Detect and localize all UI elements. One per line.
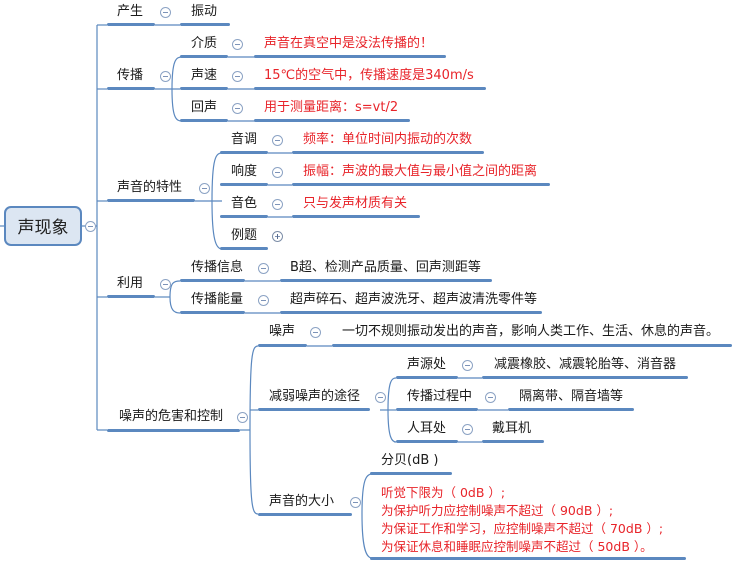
collapse-toggle-icon[interactable] bbox=[272, 199, 283, 210]
note-underline bbox=[482, 440, 544, 443]
node-underline bbox=[396, 376, 458, 379]
note-line: 为保护听力应控制噪声不超过（ 90dB ）; bbox=[381, 503, 614, 518]
branch-underline bbox=[107, 199, 195, 202]
node-underline bbox=[180, 23, 230, 26]
node-medium[interactable]: 介质 bbox=[191, 36, 218, 51]
node-transmit-info[interactable]: 传播信息 bbox=[191, 260, 244, 275]
node-vibration[interactable]: 振动 bbox=[191, 4, 218, 19]
node-underline bbox=[180, 55, 228, 58]
node-at-ear[interactable]: 人耳处 bbox=[407, 421, 447, 436]
node-underline bbox=[396, 408, 478, 411]
collapse-toggle-icon[interactable] bbox=[258, 263, 269, 274]
node-transmit-energy[interactable]: 传播能量 bbox=[191, 292, 244, 307]
node-underline bbox=[220, 247, 268, 250]
note-at-ear: 戴耳机 bbox=[492, 421, 532, 436]
branch-label-noise[interactable]: 噪声的危害和控制 bbox=[119, 409, 224, 424]
node-timbre[interactable]: 音色 bbox=[231, 196, 258, 211]
root-label: 声现象 bbox=[17, 218, 69, 238]
node-at-source[interactable]: 声源处 bbox=[407, 357, 447, 372]
note-speed: 15℃的空气中，传播速度是340m/s bbox=[264, 68, 474, 83]
node-noise[interactable]: 噪声 bbox=[269, 324, 296, 339]
collapse-toggle-icon[interactable] bbox=[85, 221, 96, 232]
node-during-propagation[interactable]: 传播过程中 bbox=[407, 389, 473, 404]
note-loudness: 振幅：声波的最大值与最小值之间的距离 bbox=[303, 164, 538, 179]
collapse-toggle-icon[interactable] bbox=[160, 279, 171, 290]
collapse-toggle-icon[interactable] bbox=[199, 183, 210, 194]
note-line: 为保证工作和学习，应控制噪声不超过（ 70dB ）; bbox=[381, 521, 664, 536]
collapse-toggle-icon[interactable] bbox=[232, 39, 243, 50]
note-underline bbox=[292, 151, 484, 154]
collapse-toggle-icon[interactable] bbox=[350, 497, 361, 508]
note-pitch: 频率：单位时间内振动的次数 bbox=[303, 132, 473, 147]
collapse-toggle-icon[interactable] bbox=[462, 424, 473, 435]
note-underline bbox=[370, 557, 686, 560]
note-underline bbox=[292, 215, 420, 218]
branch-underline bbox=[107, 23, 155, 26]
branch-label-produce[interactable]: 产生 bbox=[117, 4, 144, 19]
collapse-toggle-icon[interactable] bbox=[462, 360, 473, 371]
node-examples[interactable]: 例题 bbox=[231, 228, 258, 243]
note-underline bbox=[508, 408, 634, 411]
node-pitch[interactable]: 音调 bbox=[231, 132, 258, 147]
branch-underline bbox=[107, 429, 240, 432]
node-underline bbox=[180, 279, 245, 282]
node-underline bbox=[258, 513, 352, 516]
note-underline bbox=[332, 344, 732, 347]
note-underline bbox=[292, 183, 550, 186]
collapse-toggle-icon[interactable] bbox=[160, 7, 171, 18]
note-underline bbox=[254, 87, 486, 90]
node-speed[interactable]: 声速 bbox=[191, 68, 218, 83]
node-underline bbox=[180, 311, 245, 314]
collapse-toggle-icon[interactable] bbox=[310, 327, 321, 338]
collapse-toggle-icon[interactable] bbox=[232, 103, 243, 114]
note-medium: 声音在真空中是没法传播的！ bbox=[264, 36, 434, 51]
node-underline bbox=[220, 183, 268, 186]
branch-label-applications[interactable]: 利用 bbox=[117, 276, 144, 291]
node-underline bbox=[370, 472, 452, 475]
node-underline bbox=[220, 151, 268, 154]
note-underline bbox=[254, 55, 446, 58]
root-node[interactable]: 声现象 bbox=[4, 206, 82, 246]
node-loudness[interactable]: 响度 bbox=[231, 164, 258, 179]
note-line: 为保证休息和睡眠应控制噪声不超过（ 50dB ）。 bbox=[381, 539, 653, 554]
note-decibel-limits: 听觉下限为（ 0dB ）; 为保护听力应控制噪声不超过（ 90dB ）; 为保证… bbox=[381, 484, 663, 556]
collapse-toggle-icon[interactable] bbox=[272, 167, 283, 178]
collapse-toggle-icon[interactable] bbox=[237, 412, 248, 423]
expand-toggle-icon[interactable] bbox=[272, 231, 283, 242]
node-underline bbox=[180, 87, 228, 90]
note-transmit-info: B超、检测产品质量、回声测距等 bbox=[290, 260, 481, 275]
node-noise-reduction[interactable]: 减弱噪声的途径 bbox=[269, 389, 361, 404]
note-line: 听觉下限为（ 0dB ）; bbox=[381, 485, 506, 500]
collapse-toggle-icon[interactable] bbox=[485, 392, 496, 403]
note-underline bbox=[254, 119, 410, 122]
branch-label-propagation[interactable]: 传播 bbox=[117, 68, 144, 83]
branch-underline bbox=[107, 295, 155, 298]
collapse-toggle-icon[interactable] bbox=[160, 71, 171, 82]
note-underline bbox=[482, 376, 688, 379]
note-timbre: 只与发声材质有关 bbox=[303, 196, 408, 211]
note-echo: 用于测量距离：s=vt/2 bbox=[264, 100, 399, 115]
note-noise: 一切不规则振动发出的声音，影响人类工作、生活、休息的声音。 bbox=[342, 324, 720, 339]
branch-label-characteristics[interactable]: 声音的特性 bbox=[117, 180, 183, 195]
note-at-source: 减震橡胶、减震轮胎等、消音器 bbox=[494, 357, 677, 372]
node-sound-level[interactable]: 声音的大小 bbox=[269, 494, 335, 509]
note-during-propagation: 隔离带、隔音墙等 bbox=[519, 389, 624, 404]
node-underline bbox=[258, 408, 370, 411]
note-underline bbox=[280, 311, 542, 314]
node-underline bbox=[396, 440, 458, 443]
node-underline bbox=[220, 215, 268, 218]
collapse-toggle-icon[interactable] bbox=[258, 295, 269, 306]
note-transmit-energy: 超声碎石、超声波洗牙、超声波清洗零件等 bbox=[290, 292, 538, 307]
collapse-toggle-icon[interactable] bbox=[232, 71, 243, 82]
node-underline bbox=[180, 119, 228, 122]
note-underline bbox=[280, 279, 492, 282]
node-decibel[interactable]: 分贝(dB ) bbox=[381, 453, 439, 468]
collapse-toggle-icon[interactable] bbox=[375, 392, 386, 403]
node-underline bbox=[258, 344, 307, 347]
node-echo[interactable]: 回声 bbox=[191, 100, 218, 115]
branch-underline bbox=[107, 87, 155, 90]
collapse-toggle-icon[interactable] bbox=[272, 135, 283, 146]
